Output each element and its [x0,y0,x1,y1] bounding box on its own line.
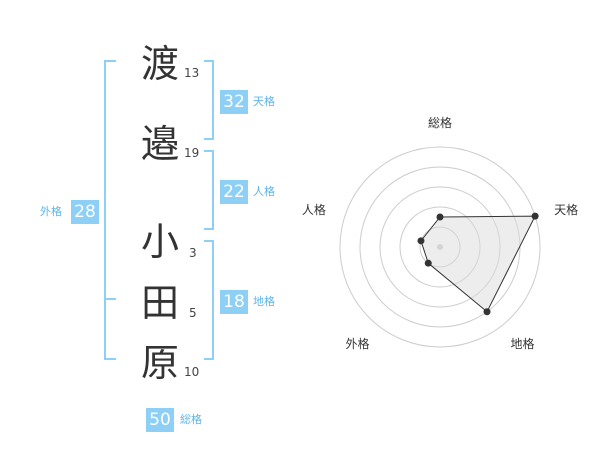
radar-point-1 [436,213,444,221]
jinkaku-label: 人格 [253,185,275,198]
jinkaku-bracket-top [204,150,214,152]
radar-axis-label-4: 外格 [345,336,369,351]
stroke-count-4: 5 [189,306,197,320]
chikaku-value-badge: 18 [220,290,248,314]
chikaku-label: 地格 [253,295,275,308]
soukaku-value-badge: 50 [146,408,174,432]
stroke-count-2: 19 [184,146,200,160]
radar-point-2 [531,212,539,220]
name-char-4: 田 [141,281,180,325]
chikaku-bracket-vertical [212,240,214,360]
gaikaku-bracket-mid [104,298,116,300]
gaikaku-label: 外格 [40,205,62,218]
name-char-3: 小 [141,220,180,264]
radar-axis-label-3: 地格 [511,336,535,351]
radar-axis-label-1: 総格 [428,115,452,130]
tenkaku-bracket-vertical [212,60,214,140]
radar-axis-label-2: 天格 [554,202,578,217]
gaikaku-bracket-vertical [104,60,106,360]
radar-series-polygon [420,215,536,313]
radar-grid-ring-5 [339,146,541,348]
stroke-count-1: 13 [184,66,200,80]
jinkaku-bracket-vertical [212,150,214,230]
jinkaku-value-badge: 22 [220,180,248,204]
jinkaku-bracket-bottom [204,228,214,230]
tenkaku-bracket-top [204,60,214,62]
gaikaku-bracket-top [104,60,116,62]
soukaku-label: 総格 [180,413,202,426]
chikaku-bracket-top [204,240,214,242]
tenkaku-bracket-bottom [204,138,214,140]
tenkaku-label: 天格 [253,95,275,108]
name-char-2: 邉 [141,122,180,166]
radar-axis-label-5: 人格 [302,202,326,217]
gaikaku-value-badge: 28 [71,200,99,224]
gaikaku-bracket-bottom [104,358,116,360]
radar-point-5 [417,237,425,245]
chikaku-bracket-bottom [204,358,214,360]
stroke-count-3: 3 [189,246,197,260]
tenkaku-value-badge: 32 [220,90,248,114]
radar-point-4 [424,259,432,267]
name-char-5: 原 [141,341,180,385]
radar-point-3 [483,308,491,316]
stroke-count-5: 10 [184,365,200,379]
name-char-1: 渡 [141,42,180,86]
